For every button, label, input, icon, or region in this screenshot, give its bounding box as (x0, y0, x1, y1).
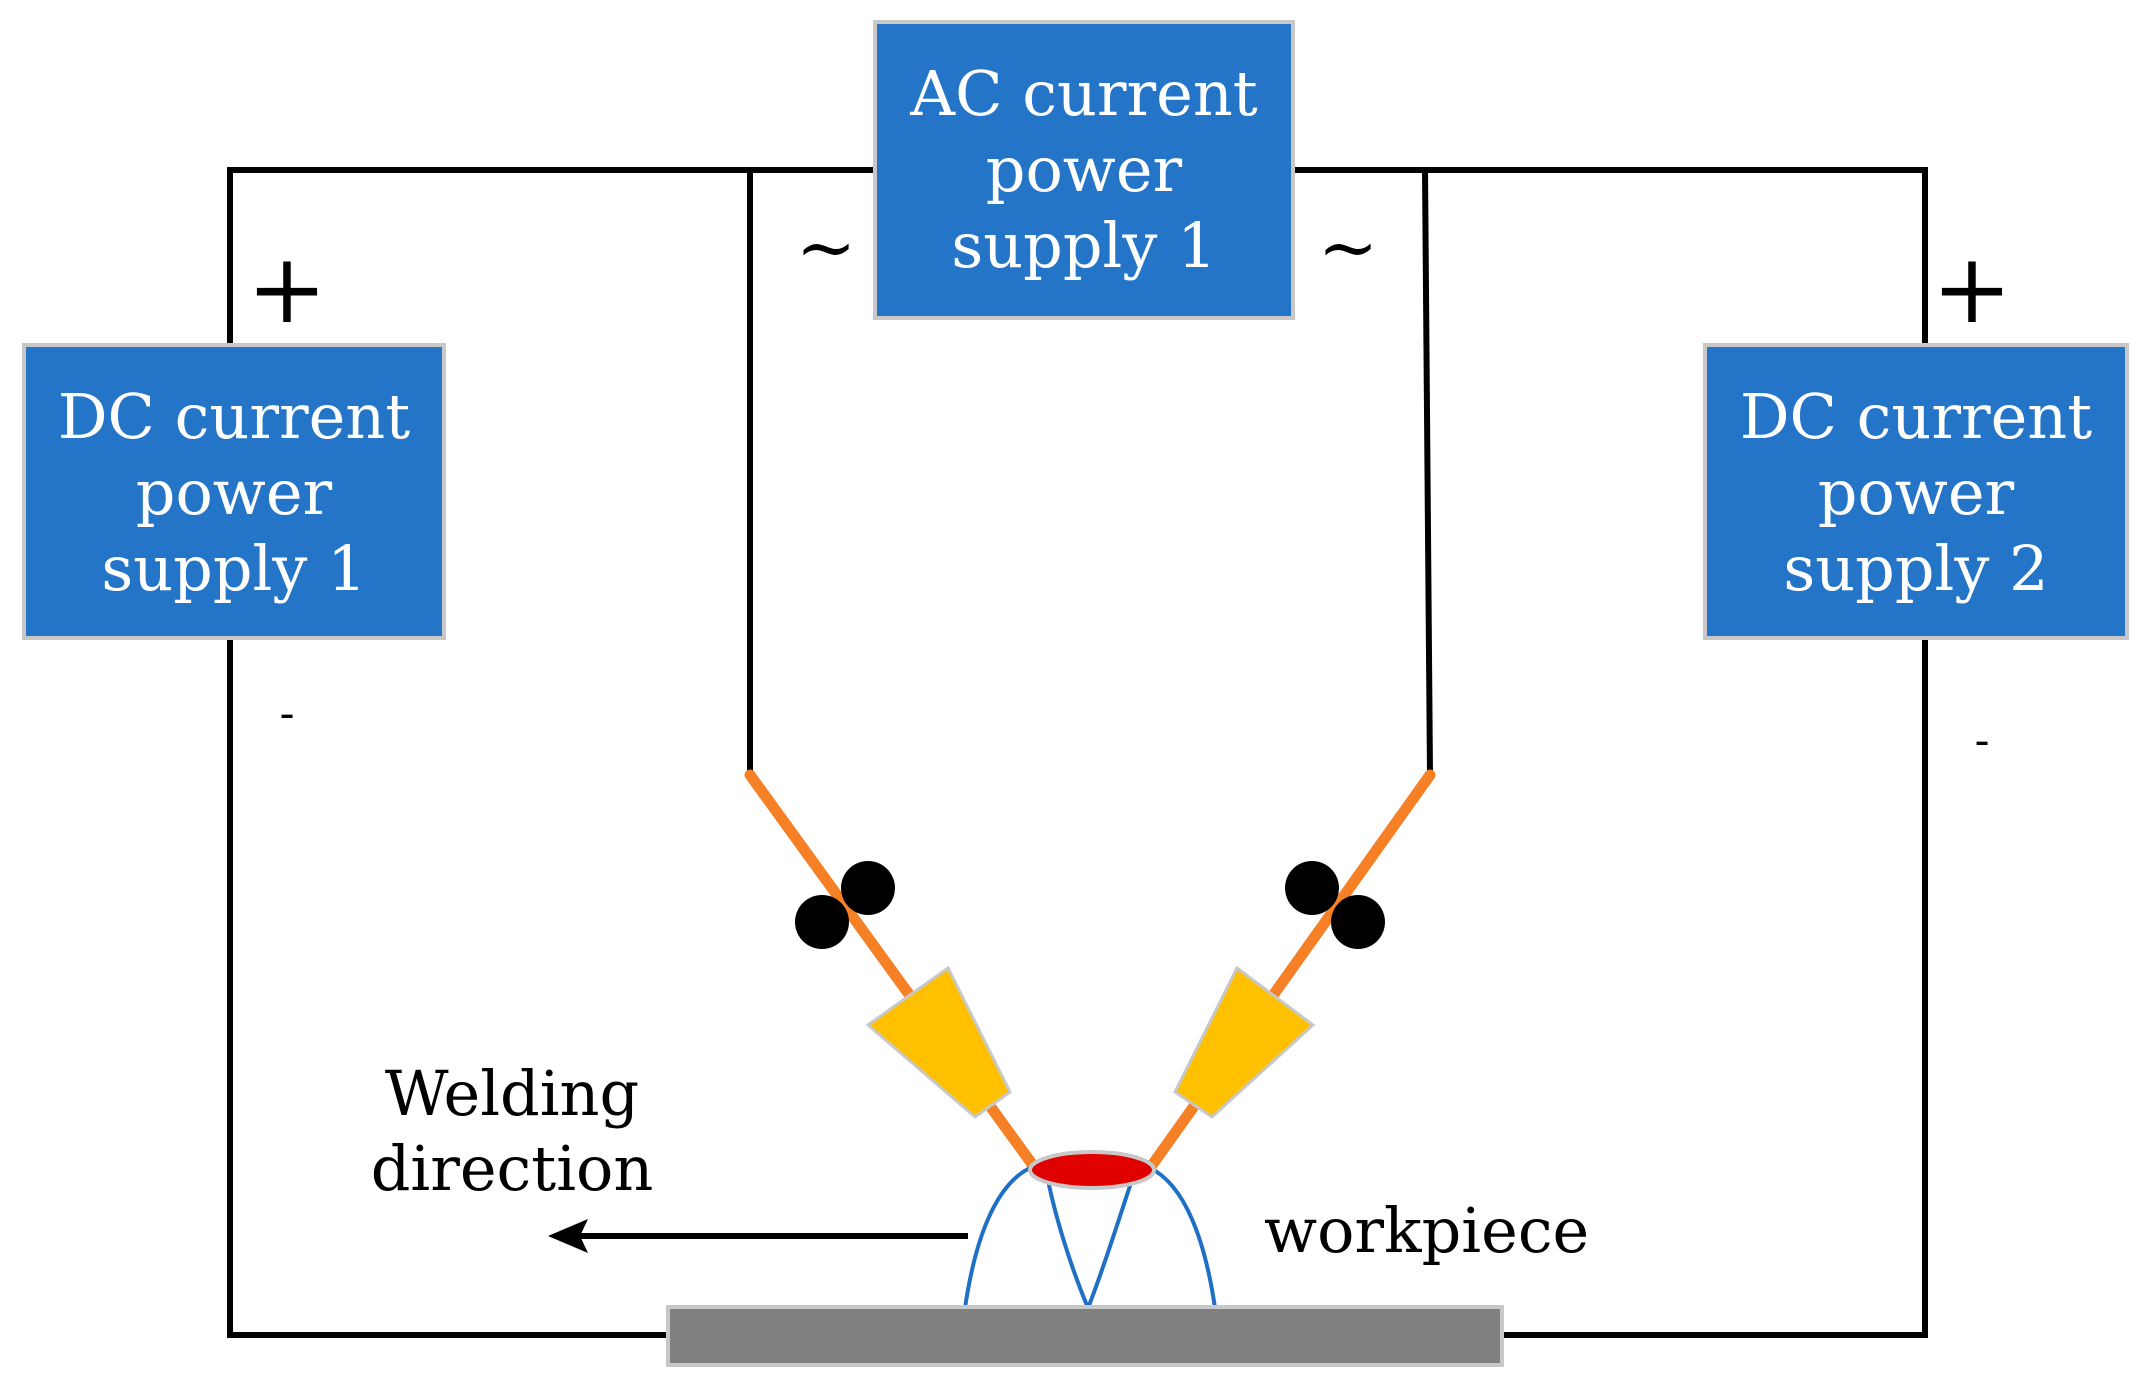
wire-dc2-positive (1290, 167, 1928, 345)
wire-dc1-negative (227, 635, 670, 1338)
left-feed-roller-1 (841, 861, 895, 915)
dc2-box-line-1: DC current (1740, 380, 2092, 453)
dc2-power-supply-box: DC current power supply 2 (1703, 343, 2129, 640)
right-electrode-wire (1139, 769, 1436, 1181)
arc-line-inner-left (1046, 1179, 1090, 1309)
arc-line-outer-right (1149, 1166, 1217, 1309)
dc2-plus-sign: + (1932, 233, 2012, 345)
circuit-wires (227, 167, 1928, 1338)
ac-power-supply-box: AC current power supply 1 (873, 20, 1295, 320)
right-feed-roller-2 (1331, 895, 1385, 949)
ac-box-line-3: supply 1 (951, 209, 1216, 282)
wire-dc1-positive (227, 167, 880, 345)
workpiece-plate (666, 1305, 1504, 1367)
dc1-power-supply-box: DC current power supply 1 (22, 343, 446, 640)
ac-left-tilde: ~ (796, 205, 856, 289)
dc2-box-line-2: power (1818, 456, 2015, 529)
welding-direction-label-line-1: Welding (385, 1057, 639, 1130)
welding-direction-arrow (548, 1219, 968, 1253)
arc-line-inner-right (1086, 1179, 1134, 1309)
dc1-minus-sign: - (280, 688, 295, 739)
wire-dc2-negative (1500, 635, 1928, 1338)
ac-right-tilde: ~ (1318, 205, 1378, 289)
ac-box-line-1: AC current (909, 57, 1257, 130)
dc2-box-line-3: supply 2 (1783, 532, 2048, 605)
dc1-plus-sign: + (247, 233, 327, 345)
dc1-box-line-1: DC current (58, 380, 410, 453)
right-torch-nozzle (1173, 965, 1316, 1119)
wire-ac-right (1422, 169, 1433, 776)
left-electrode-wire (744, 769, 1046, 1181)
dc2-minus-sign: - (1975, 715, 1990, 766)
left-welding-torch (744, 769, 1046, 1181)
left-torch-nozzle (865, 965, 1012, 1119)
arc-line-outer-left (963, 1166, 1031, 1309)
welding-direction-label-line-2: direction (371, 1132, 654, 1205)
workpiece-label: workpiece (1264, 1194, 1589, 1267)
right-welding-torch (1139, 769, 1436, 1181)
dc1-box-line-2: power (136, 456, 333, 529)
ac-box-line-2: power (986, 133, 1183, 206)
right-feed-roller-1 (1285, 861, 1339, 915)
dc1-box-line-3: supply 1 (101, 532, 366, 605)
molten-weld-pool (1028, 1150, 1156, 1190)
welding-arc-lines (963, 1166, 1217, 1309)
left-feed-roller-2 (795, 895, 849, 949)
